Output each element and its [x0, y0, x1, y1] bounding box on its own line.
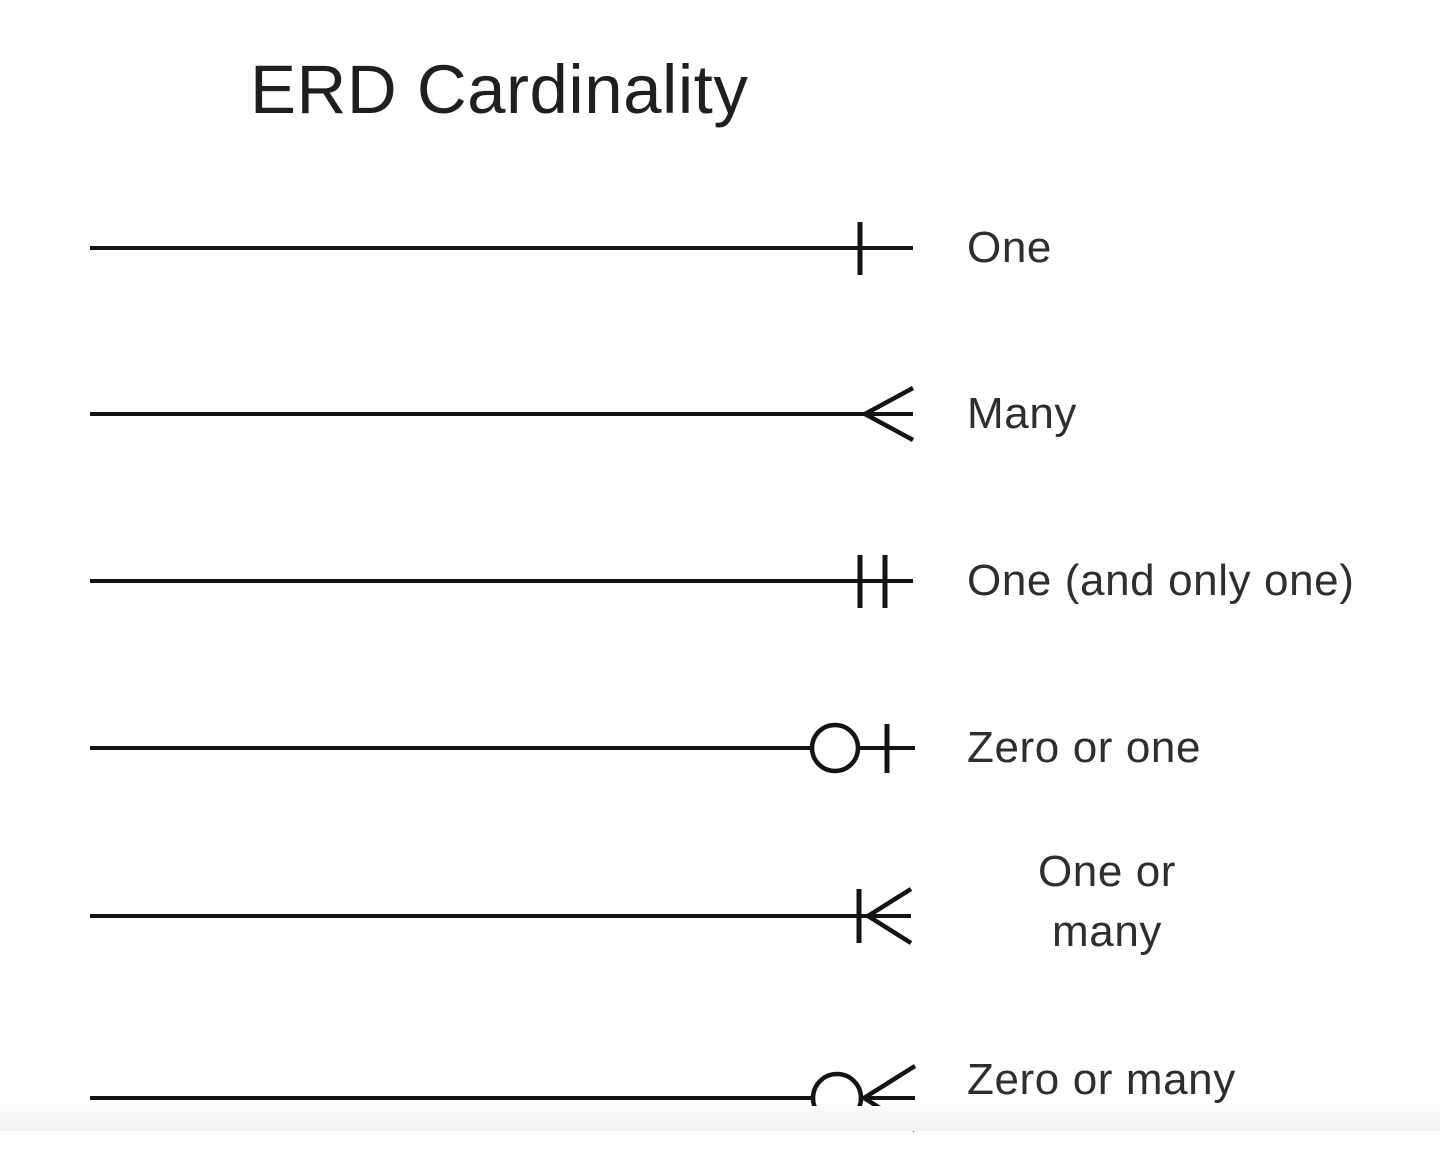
bottom-strip — [0, 1106, 1440, 1131]
symbol-zero-or-one-icon — [90, 722, 915, 774]
cardinality-label-one-and-only-one: One (and only one) — [967, 556, 1355, 605]
symbol-one-and-only-one-icon — [90, 555, 913, 608]
cardinality-label-zero-or-one: Zero or one — [967, 723, 1202, 772]
symbol-one-or-many-icon — [90, 887, 913, 945]
cardinality-label-one-or-many: One or many — [1037, 847, 1177, 956]
symbol-many-icon — [90, 386, 915, 442]
cardinality-label-many: Many — [967, 389, 1077, 438]
cardinality-label-one: One — [967, 223, 1052, 272]
diagram-title: ERD Cardinality — [250, 51, 749, 128]
cardinality-label-zero-or-many: Zero or many — [967, 1055, 1236, 1104]
symbol-zero-or-many-icon — [90, 1064, 917, 1132]
erd-cardinality-page: { "title": "ERD Cardinality", "rows": [ … — [0, 51, 1440, 1132]
symbol-one-icon — [90, 222, 913, 275]
